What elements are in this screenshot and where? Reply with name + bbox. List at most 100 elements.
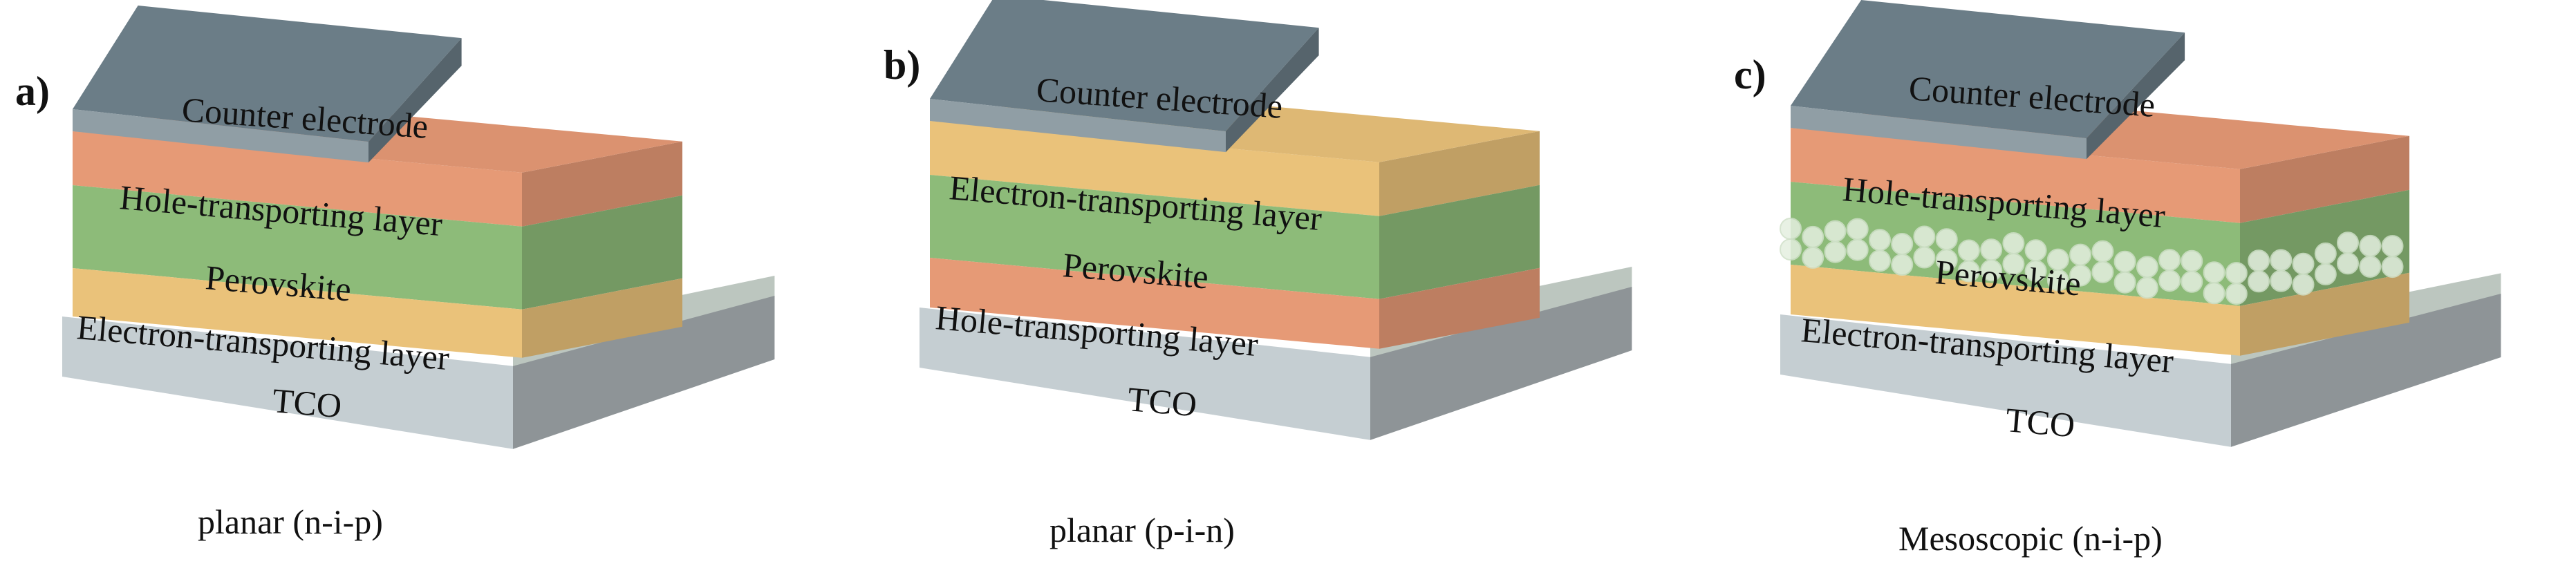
layer-side-face [2240, 135, 2409, 223]
mesoporous-bead [1957, 260, 1980, 283]
substrate-label: TCO [1126, 379, 1198, 424]
mesoporous-bead [2113, 250, 2136, 273]
mesoporous-bead [2203, 282, 2225, 305]
mesoporous-bead [2225, 283, 2248, 305]
mesoporous-bead [2181, 270, 2203, 293]
mesoporous-bead [2381, 256, 2404, 278]
mesoporous-bead [2292, 252, 2315, 275]
layer-side-face [522, 141, 682, 227]
mesoporous-bead [2248, 249, 2270, 272]
mesoporous-bead [2314, 263, 2337, 285]
substrate-side-face [513, 296, 775, 449]
mesoporous-bead [2359, 234, 2382, 257]
mesoporous-bead [2248, 270, 2270, 293]
mesoporous-bead [1913, 246, 1936, 269]
mesoporous-bead [2136, 256, 2158, 278]
mesoporous-bead [2337, 231, 2359, 254]
counter-electrode-top-face [1791, 0, 2185, 139]
layer-front-face [1791, 128, 2240, 223]
substrate-front-face [1780, 314, 2231, 447]
layer-front-face [930, 258, 1379, 349]
panel-letter: b) [884, 42, 920, 88]
mesoporous-bead [1935, 228, 1958, 251]
mesoporous-bead [2113, 271, 2136, 294]
mesoporous-bead [2158, 249, 2181, 272]
counter-electrode-front-face [1791, 106, 2087, 160]
panel-letter: c) [1734, 52, 1766, 97]
mesoporous-bead [2270, 269, 2293, 292]
mesoporous-bead [1891, 254, 1914, 276]
counter-electrode-side-face [368, 38, 462, 163]
mesoporous-bead [2270, 249, 2293, 272]
mesoporous-bead [1846, 218, 1869, 240]
panel-a: a) Counter electrode Hole-transporting l… [15, 6, 775, 541]
mesoporous-bead [2225, 262, 2248, 285]
layer-side-face [1379, 267, 1540, 349]
panel-letter: a) [15, 68, 50, 114]
mesoporous-bead [2203, 261, 2225, 284]
layer-stack [62, 6, 775, 449]
counter-electrode-side-face [2087, 32, 2185, 160]
mesoporous-bead [2091, 261, 2114, 283]
mesoporous-bead [1846, 238, 1869, 261]
layer-front-face [73, 268, 522, 358]
layer-front-face [1791, 265, 2240, 356]
mesoporous-bead [2091, 240, 2114, 263]
mesoporous-bead [1869, 249, 1891, 272]
mesoporous-bead [1913, 225, 1936, 248]
mesoporous-bead [2002, 232, 2025, 254]
layer-side-face [1379, 185, 1540, 299]
mesoporous-bead [1980, 259, 2003, 282]
mesoporous-bead [1780, 218, 1802, 240]
mesoporous-scaffold [1780, 218, 2404, 305]
substrate-side-face [2231, 294, 2501, 447]
mesoporous-bead [1802, 225, 1824, 248]
mesoporous-bead [1824, 240, 1847, 263]
panel-caption: Mesoscopic (n-i-p) [1898, 519, 2163, 558]
mesoporous-bead [2292, 273, 2315, 296]
counter-electrode-top-face [73, 6, 462, 142]
mesoporous-bead [2024, 260, 2047, 283]
substrate-front-face [62, 316, 513, 449]
mesoporous-bead [2181, 249, 2203, 272]
panel-caption: planar (n-i-p) [198, 502, 383, 541]
mesoporous-bead [2069, 243, 2092, 266]
mesoporous-bead [1802, 246, 1824, 269]
layer-stack [920, 0, 1632, 440]
panel-b: b) Counter electrode Electron-transporti… [884, 0, 1632, 549]
counter-electrode-side-face [1226, 28, 1319, 153]
layer-side-face [1379, 131, 1540, 216]
mesoporous-bead [1869, 229, 1891, 252]
mesoporous-bead [2069, 264, 2092, 287]
mesoporous-bead [2314, 242, 2337, 265]
counter-electrode-front-face [73, 109, 368, 163]
mesoporous-bead [2381, 235, 2404, 258]
mesoporous-bead [2158, 269, 2181, 292]
layer-front-face [930, 121, 1379, 216]
layer-front-face [73, 131, 522, 227]
counter-electrode-front-face [930, 99, 1226, 153]
substrate-front-face [920, 308, 1370, 440]
panel-caption: planar (p-i-n) [1049, 511, 1235, 549]
substrate-side-face [1370, 287, 1632, 440]
substrate-label: TCO [2004, 400, 2076, 444]
layer-front-face [930, 175, 1379, 299]
substrate-label: TCO [271, 381, 343, 425]
mesoporous-bead [1891, 233, 1914, 255]
mesoporous-bead [1780, 238, 1802, 261]
layer-front-face [73, 185, 522, 310]
mesoporous-bead [2046, 269, 2069, 292]
layer-side-face [522, 278, 682, 358]
mesoporous-bead [1935, 249, 1958, 272]
counter-electrode-top-face [930, 0, 1319, 132]
mesoporous-bead [2136, 276, 2158, 299]
mesoporous-bead [2359, 255, 2382, 278]
layer-side-face [522, 195, 682, 310]
mesoporous-bead [2024, 239, 2047, 262]
mesoporous-bead [1824, 220, 1847, 243]
mesoporous-bead [2337, 252, 2359, 275]
panel-c: c) Counter electrode Hole-transporting l… [1734, 0, 2501, 558]
layer-side-face [2240, 272, 2409, 356]
mesoporous-bead [2002, 253, 2025, 275]
